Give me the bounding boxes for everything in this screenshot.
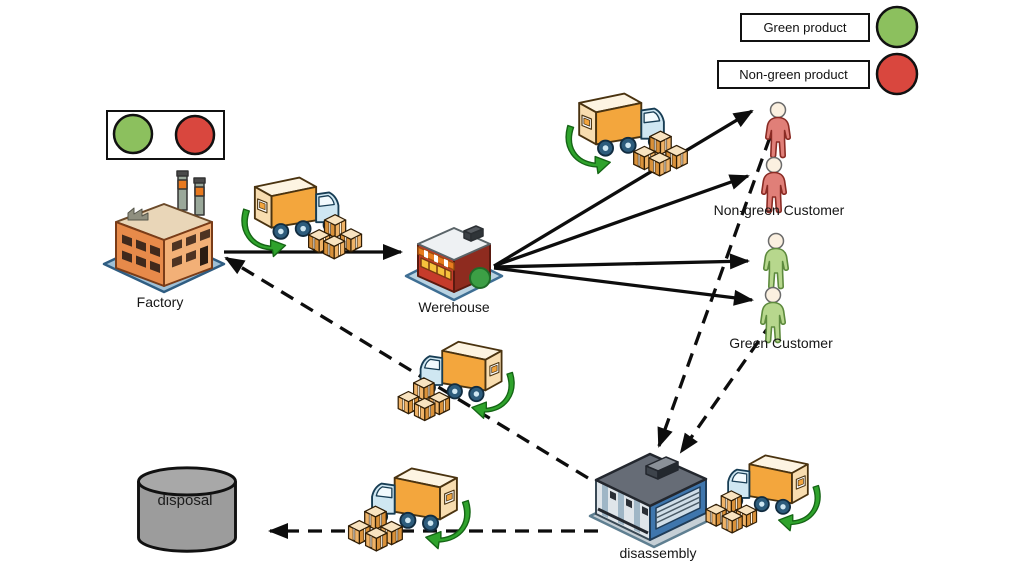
edge-warehouse-to-green_customer_2 bbox=[493, 266, 754, 306]
legend-label-green: Green product bbox=[763, 20, 847, 35]
edge-warehouse-to-non_green_customer_1 bbox=[493, 109, 754, 268]
factory-icon bbox=[102, 169, 226, 294]
legend-item-non-green-product: Non-green product bbox=[717, 60, 870, 89]
red-product-circle-icon bbox=[875, 52, 919, 96]
truck-with-crates-icon bbox=[349, 468, 470, 551]
edge-warehouse-to-green_customer_1 bbox=[493, 253, 750, 270]
green-customer-1-icon bbox=[762, 232, 790, 290]
product-palette-circles bbox=[112, 113, 216, 156]
warehouse-icon bbox=[404, 224, 504, 302]
edge-non_green_customer-to-disassembly bbox=[657, 136, 772, 448]
green-customer-label: Green Customer bbox=[729, 335, 833, 351]
green-circle bbox=[875, 5, 919, 49]
truck-with-crates-icon bbox=[242, 178, 362, 259]
green-product-circle-icon bbox=[875, 5, 919, 49]
legend-item-green-product: Green product bbox=[740, 13, 870, 42]
edge-disassembly-to-factory bbox=[224, 256, 589, 480]
truck-return-customers-disassembly-icon bbox=[698, 446, 822, 541]
non-green-customer-1-icon bbox=[764, 101, 792, 159]
palette-red-circle bbox=[174, 114, 216, 156]
non-green-customer-label: Non-green Customer bbox=[713, 202, 845, 218]
warehouse-building bbox=[404, 224, 504, 302]
edge-green_customer-to-disassembly bbox=[679, 321, 774, 454]
truck-forward-warehouse-customers-icon bbox=[564, 86, 696, 182]
disposal-label: disposal bbox=[157, 492, 213, 509]
disposal-cylinder bbox=[137, 466, 237, 553]
legend-label-non-green: Non-green product bbox=[739, 67, 848, 82]
factory-building bbox=[102, 169, 226, 294]
truck-with-crates-icon bbox=[398, 342, 514, 421]
person-icon bbox=[762, 232, 790, 290]
red-circle bbox=[875, 52, 919, 96]
truck-forward-factory-warehouse-icon bbox=[240, 170, 370, 265]
disposal-icon bbox=[137, 466, 237, 553]
palette-green-circle bbox=[112, 113, 154, 155]
disassembly-label: disassembly bbox=[619, 545, 697, 561]
edge-warehouse-to-non_green_customer_2 bbox=[493, 174, 750, 268]
warehouse-label: Werehouse bbox=[418, 299, 490, 315]
truck-return-disassembly-disposal-icon bbox=[340, 460, 472, 558]
truck-with-crates-icon bbox=[566, 94, 687, 176]
truck-return-disassembly-factory-icon bbox=[390, 332, 516, 429]
truck-with-crates-icon bbox=[706, 455, 820, 533]
factory-label: Factory bbox=[136, 294, 184, 310]
person-icon bbox=[764, 101, 792, 159]
